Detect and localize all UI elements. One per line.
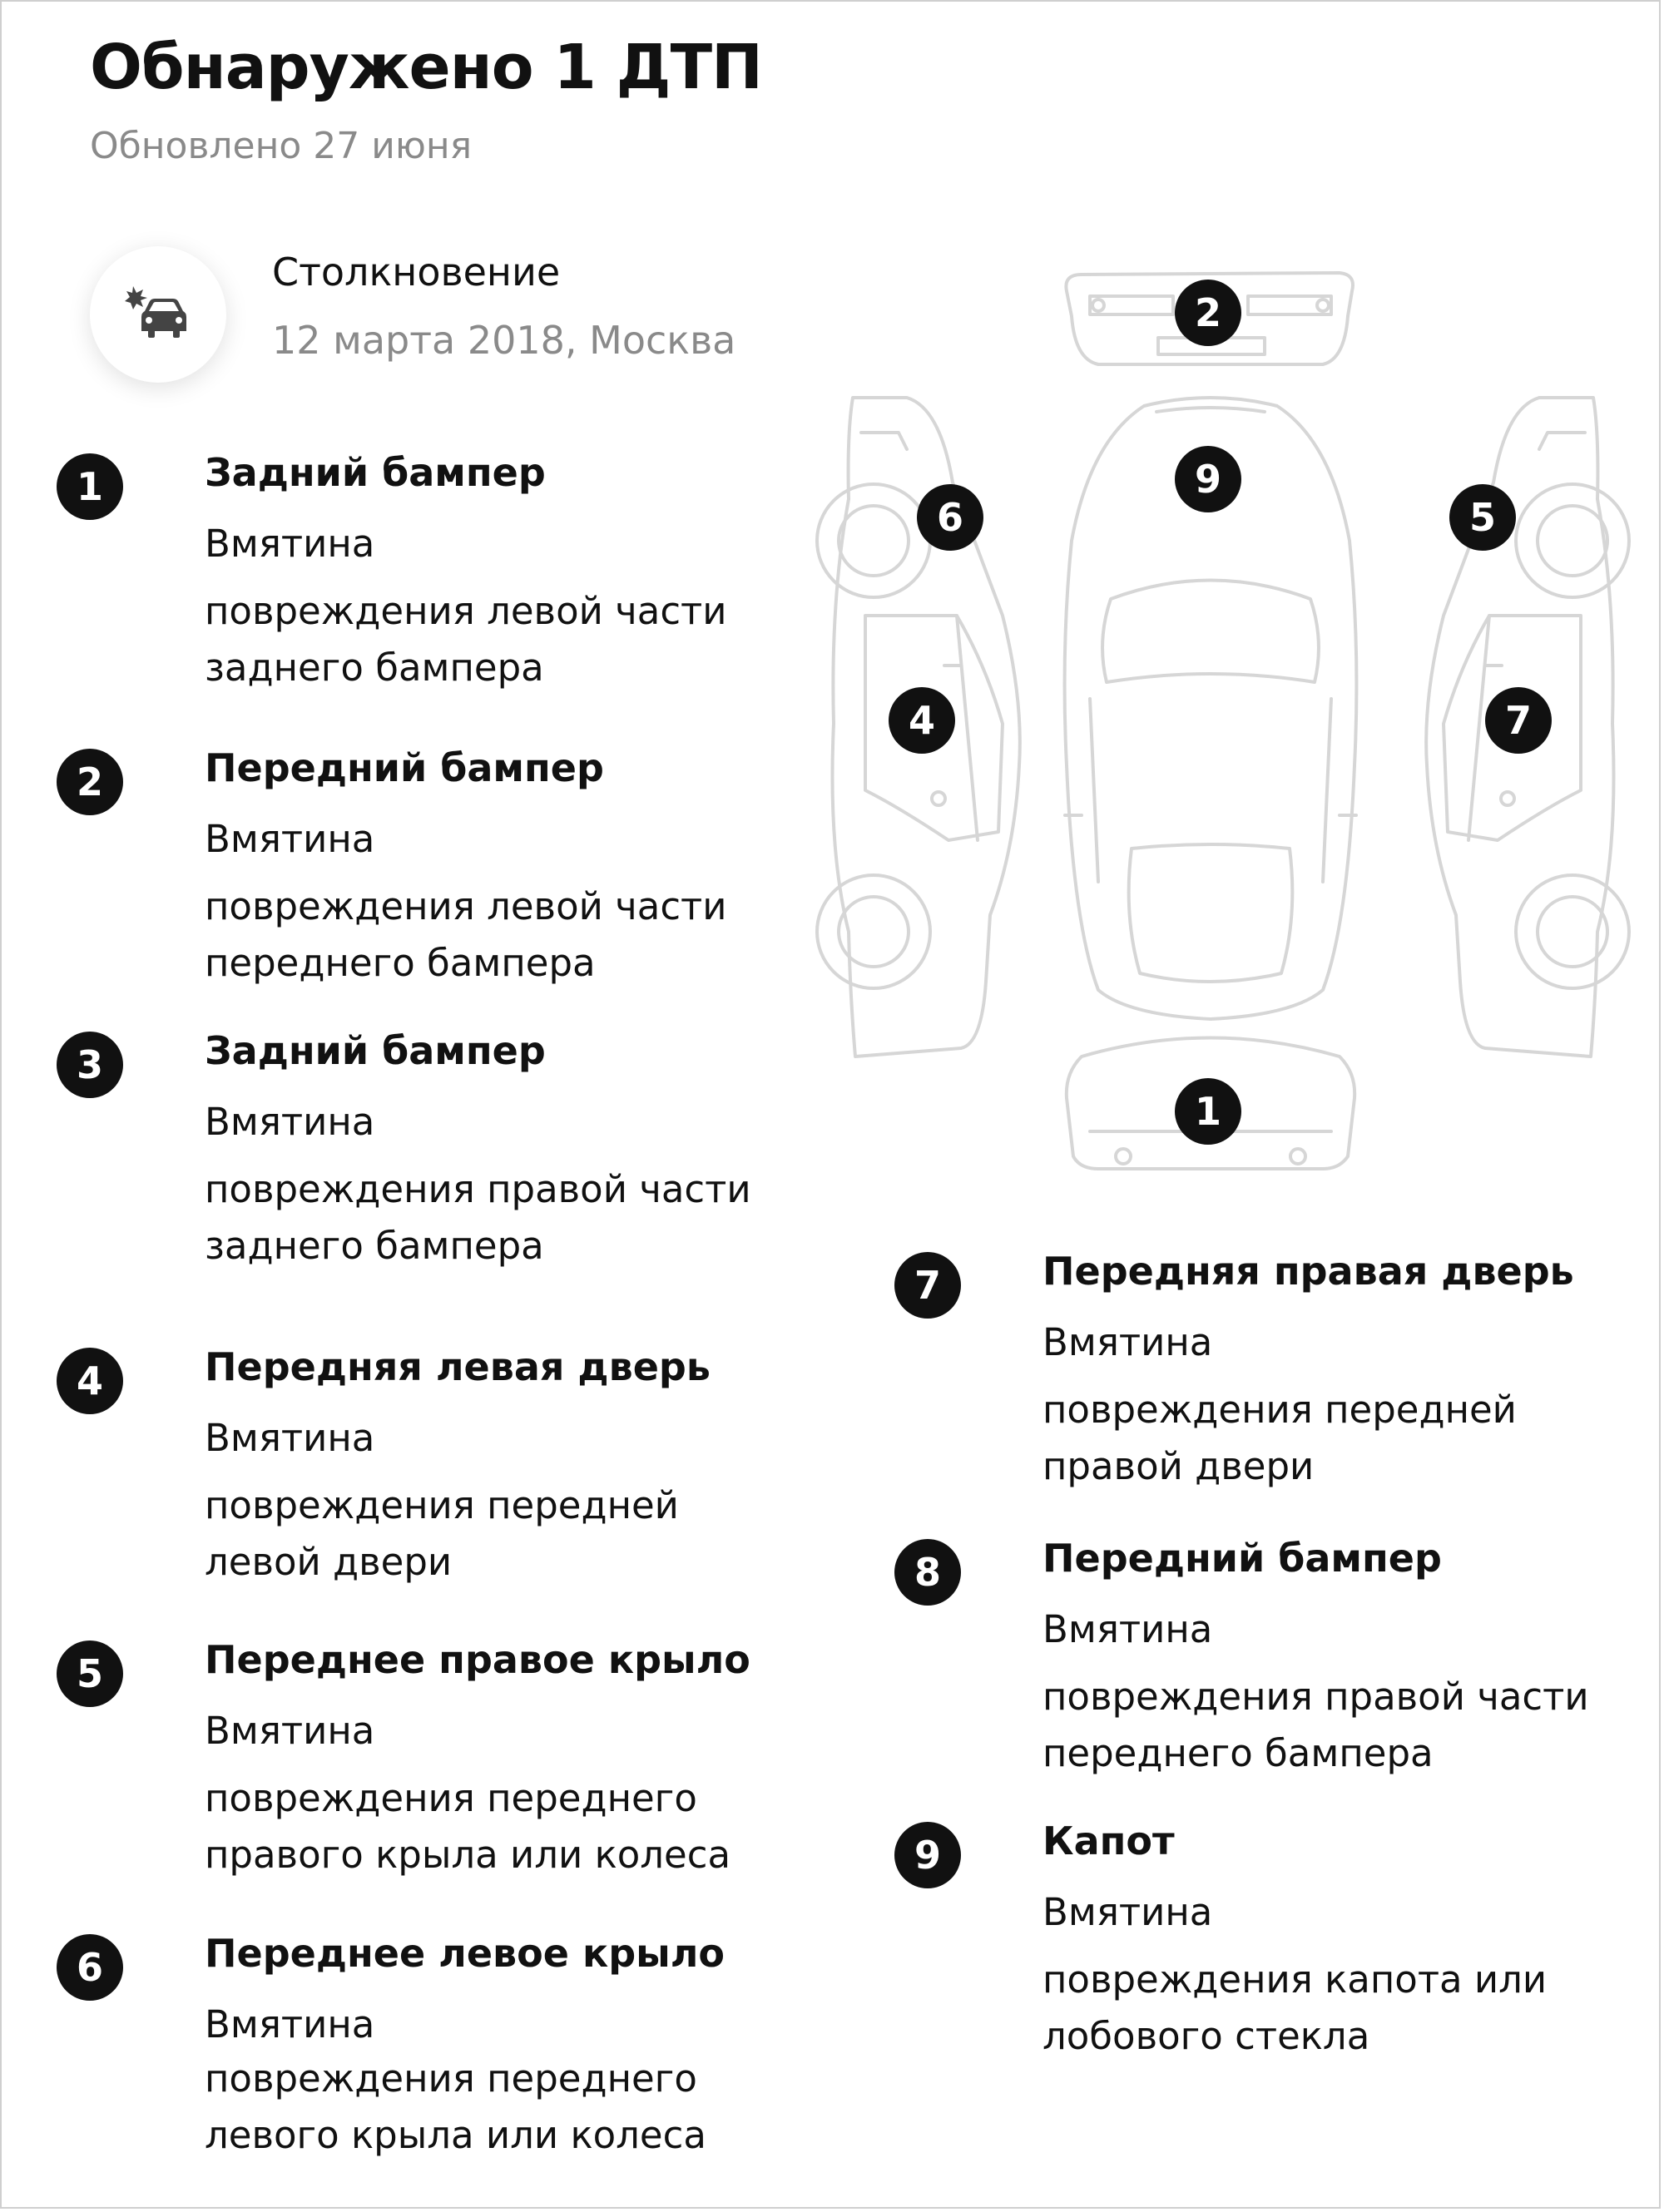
- front-bumper-shape: [1064, 271, 1354, 366]
- car-crash-icon: [125, 286, 186, 338]
- damage-part: Задний бампер: [205, 1028, 546, 1073]
- damage-number-badge: 4: [57, 1348, 123, 1414]
- car-left-side-shape: [815, 396, 1022, 1058]
- damage-part: Капот: [1042, 1819, 1175, 1863]
- updated-date: Обновлено 27 июня: [90, 125, 473, 167]
- damage-kind: Вмятина: [205, 522, 375, 566]
- damage-number-badge: 5: [57, 1640, 123, 1707]
- damage-part: Переднее левое крыло: [205, 1931, 726, 1976]
- damage-part: Задний бампер: [205, 450, 546, 495]
- damage-kind: Вмятина: [205, 1416, 375, 1460]
- accident-date-place: 12 марта 2018, Москва: [272, 318, 736, 363]
- damage-kind: Вмятина: [1042, 1320, 1213, 1364]
- damage-number-badge: 8: [894, 1539, 961, 1606]
- diagram-marker-2[interactable]: 2: [1175, 280, 1241, 346]
- damage-kind: Вмятина: [205, 1100, 375, 1144]
- damage-kind: Вмятина: [205, 2002, 375, 2046]
- damage-kind: Вмятина: [205, 1709, 375, 1753]
- damage-kind: Вмятина: [205, 817, 375, 861]
- damage-part: Передняя правая дверь: [1042, 1249, 1574, 1294]
- damage-part: Переднее правое крыло: [205, 1637, 750, 1682]
- page-title: Обнаружено 1 ДТП: [90, 32, 763, 103]
- diagram-marker-1[interactable]: 1: [1175, 1078, 1241, 1145]
- diagram-marker-9[interactable]: 9: [1175, 446, 1241, 512]
- car-right-side-shape: [1424, 396, 1631, 1058]
- diagram-marker-6[interactable]: 6: [917, 484, 983, 551]
- damage-kind: Вмятина: [1042, 1607, 1213, 1651]
- car-outline-diagram: [815, 271, 1631, 1170]
- accident-type: Столкновение: [272, 250, 561, 294]
- damage-part: Передняя левая дверь: [205, 1344, 711, 1389]
- damage-number-badge: 1: [57, 453, 123, 520]
- damage-number-badge: 9: [894, 1822, 961, 1888]
- damage-number-badge: 6: [57, 1934, 123, 2001]
- damage-kind: Вмятина: [1042, 1890, 1213, 1934]
- damage-part: Передний бампер: [205, 745, 604, 790]
- car-damage-diagram: 2 9 6 5 4 7 1: [815, 266, 1631, 1181]
- damage-number-badge: 7: [894, 1252, 961, 1319]
- damage-part: Передний бампер: [1042, 1536, 1442, 1581]
- diagram-marker-4[interactable]: 4: [889, 687, 955, 754]
- car-body-top-shape: [1062, 396, 1359, 1021]
- damage-number-badge: 3: [57, 1032, 123, 1098]
- accident-icon-container: [90, 246, 226, 383]
- diagram-marker-5[interactable]: 5: [1449, 484, 1516, 551]
- diagram-marker-7[interactable]: 7: [1485, 687, 1552, 754]
- damage-number-badge: 2: [57, 749, 123, 815]
